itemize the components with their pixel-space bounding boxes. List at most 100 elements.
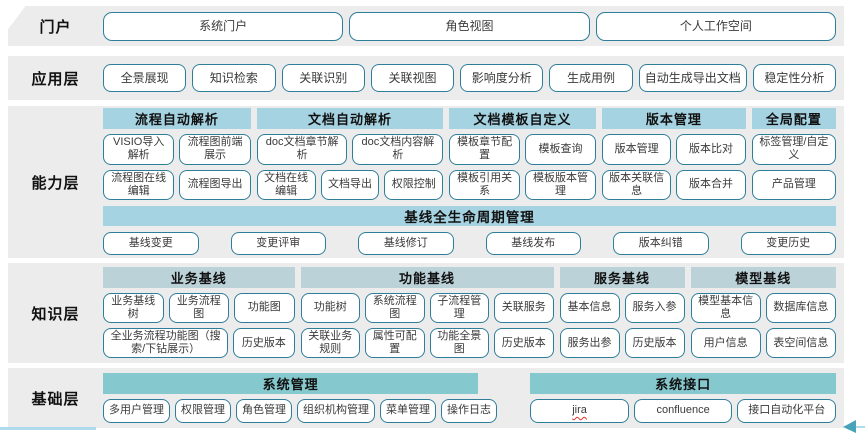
layer-label-knowledge: 知识层 [31, 305, 80, 323]
knowledge-button[interactable]: 功能树 [300, 292, 361, 323]
knowledge-button[interactable]: 表空间信息 [765, 328, 836, 359]
knowledge-groups: 业务基线业务基线树业务流程图功能图全业务流程功能图（搜索/下钻展示）历史版本功能… [103, 266, 836, 359]
layer-label-application: 应用层 [31, 70, 80, 88]
capability-button-row: 版本管理版本比对 [601, 134, 746, 165]
group-header: 文档自动解析 [256, 108, 444, 130]
knowledge-button[interactable]: 关联业务规则 [300, 328, 361, 359]
capability-button[interactable]: 模板章节配置 [449, 134, 521, 165]
knowledge-button[interactable]: 属性可配置 [365, 328, 425, 359]
foundation-button[interactable]: 菜单管理 [380, 398, 436, 423]
layer-portal: 门户 系统门户角色视图个人工作空间 [8, 6, 844, 46]
capability-button-row: 标签管理/自定义 [751, 134, 836, 165]
application-button[interactable]: 关联识别 [281, 64, 365, 92]
knowledge-button[interactable]: 历史版本 [233, 328, 295, 359]
capability-button[interactable]: 流程图在线编辑 [103, 169, 175, 200]
capability-button-row: VISIO导入解析流程图前端展示 [103, 134, 251, 165]
group-header: 业务基线 [103, 266, 295, 288]
knowledge-button[interactable]: 基本信息 [559, 292, 620, 323]
layer-application: 应用层 全景展现知识检索关联识别关联视图影响度分析生成用例自动生成导出文档稳定性… [8, 56, 844, 100]
foundation-button[interactable]: jira [530, 398, 629, 423]
application-button[interactable]: 生成用例 [549, 64, 633, 92]
bottom-left-accent-line [0, 427, 96, 430]
capability-button[interactable]: 模板查询 [525, 134, 596, 165]
application-button[interactable]: 知识检索 [192, 64, 276, 92]
application-button[interactable]: 关联视图 [370, 64, 455, 92]
capability-button[interactable]: VISIO导入解析 [103, 134, 175, 165]
capability-button[interactable]: 版本关联信息 [601, 169, 672, 200]
application-button[interactable]: 稳定性分析 [752, 64, 836, 92]
foundation-button[interactable]: 操作日志 [441, 398, 497, 423]
capability-button-row: 版本关联信息版本合并 [601, 169, 746, 200]
portal-button[interactable]: 角色视图 [349, 11, 590, 41]
knowledge-button[interactable]: 服务入参 [624, 292, 685, 323]
portal-button[interactable]: 系统门户 [103, 11, 344, 41]
knowledge-button[interactable]: 子流程管理 [429, 292, 490, 323]
capability-button[interactable]: 文档导出 [320, 169, 380, 200]
group-header: 版本管理 [601, 108, 746, 130]
foundation-button[interactable]: 接口自动化平台 [737, 398, 836, 423]
foundation-button[interactable]: 角色管理 [236, 398, 292, 423]
application-button[interactable]: 自动生成导出文档 [638, 64, 747, 92]
portal-content: 系统门户角色视图个人工作空间 [103, 6, 844, 46]
foundation-button[interactable]: 多用户管理 [103, 398, 170, 423]
capability-button[interactable]: doc文档内容解析 [352, 134, 444, 165]
capability-button[interactable]: 基线发布 [485, 231, 581, 255]
knowledge-group: 业务基线业务基线树业务流程图功能图全业务流程功能图（搜索/下钻展示）历史版本 [103, 266, 295, 359]
capability-button[interactable]: 变更历史 [740, 231, 836, 255]
knowledge-button[interactable]: 功能图 [234, 292, 295, 323]
foundation-button[interactable]: confluence [633, 398, 733, 423]
knowledge-button-row: 模型基本信息数据库信息 [690, 292, 836, 323]
capability-button[interactable]: 产品管理 [751, 169, 836, 200]
capability-button[interactable]: 权限控制 [384, 169, 444, 200]
foundation-group: 系统管理多用户管理权限管理角色管理组织机构管理菜单管理操作日志 [103, 372, 497, 423]
capability-button[interactable]: 模板版本管理 [525, 169, 596, 200]
capability-button[interactable]: 基线变更 [103, 231, 199, 255]
group-header: 服务基线 [559, 266, 685, 288]
capability-button[interactable]: 版本比对 [676, 134, 746, 165]
portal-button[interactable]: 个人工作空间 [595, 11, 836, 41]
knowledge-button[interactable]: 用户信息 [690, 328, 761, 359]
knowledge-button[interactable]: 数据库信息 [765, 292, 836, 323]
capability-button[interactable]: 流程图前端展示 [179, 134, 251, 165]
baseline-button-row: 基线变更 变更评审 基线修订 基线发布 版本纠错 变更历史 [103, 231, 836, 255]
application-button[interactable]: 全景展现 [103, 64, 187, 92]
capability-button[interactable]: 流程图导出 [179, 169, 251, 200]
knowledge-button[interactable]: 业务基线树 [103, 292, 164, 323]
knowledge-button[interactable]: 业务流程图 [168, 292, 230, 323]
knowledge-button[interactable]: 关联服务 [494, 292, 554, 323]
application-button-row: 全景展现知识检索关联识别关联视图影响度分析生成用例自动生成导出文档稳定性分析 [103, 64, 836, 92]
capability-button[interactable]: 标签管理/自定义 [751, 134, 836, 165]
foundation-button[interactable]: 组织机构管理 [297, 398, 375, 423]
knowledge-button[interactable]: 模型基本信息 [690, 292, 761, 323]
knowledge-button[interactable]: 系统流程图 [365, 292, 425, 323]
foundation-button[interactable]: 权限管理 [175, 398, 231, 423]
capability-button[interactable]: 基线修订 [358, 231, 454, 255]
capability-button[interactable]: doc文档章节解析 [256, 134, 348, 165]
capability-button-row: 产品管理 [751, 169, 836, 200]
capability-button[interactable]: 变更评审 [230, 231, 326, 255]
knowledge-button[interactable]: 功能全景图 [429, 328, 490, 359]
knowledge-button-row: 用户信息表空间信息 [690, 328, 836, 359]
knowledge-button[interactable]: 服务出参 [559, 328, 620, 359]
capability-button[interactable]: 版本纠错 [613, 231, 709, 255]
group-header: 流程自动解析 [103, 108, 251, 130]
group-header: 模型基线 [690, 266, 836, 288]
capability-button[interactable]: 版本管理 [601, 134, 672, 165]
application-button[interactable]: 影响度分析 [460, 64, 544, 92]
knowledge-button[interactable]: 历史版本 [494, 328, 554, 359]
capability-button[interactable]: 模板引用关系 [449, 169, 521, 200]
knowledge-button-row: 服务出参历史版本 [559, 328, 685, 359]
capability-button[interactable]: 文档在线编辑 [256, 169, 316, 200]
capability-button[interactable]: 版本合并 [676, 169, 746, 200]
knowledge-button[interactable]: 全业务流程功能图（搜索/下钻展示） [103, 328, 229, 359]
knowledge-button-row: 业务基线树业务流程图功能图 [103, 292, 295, 323]
knowledge-button[interactable]: 历史版本 [624, 328, 685, 359]
knowledge-content: 业务基线业务基线树业务流程图功能图全业务流程功能图（搜索/下钻展示）历史版本功能… [103, 263, 844, 363]
